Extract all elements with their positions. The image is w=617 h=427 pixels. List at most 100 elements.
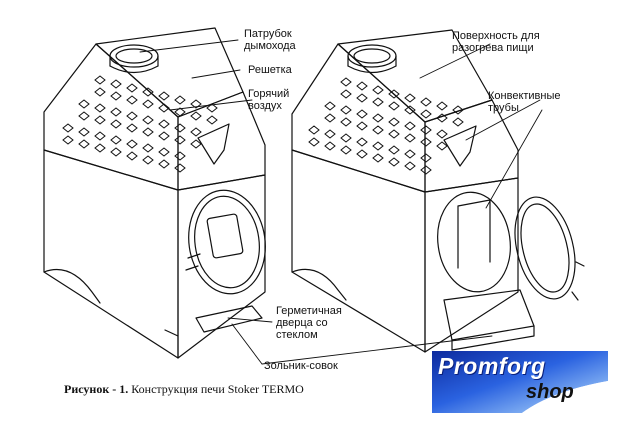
stove-left-side: [177, 174, 266, 359]
grille-hole: [94, 131, 106, 141]
grille-hole: [404, 121, 416, 131]
grille-hole: [62, 135, 74, 145]
stove-right-side: [424, 177, 519, 353]
grille-hole: [388, 117, 400, 127]
grille-hole: [174, 107, 186, 117]
grille-hole: [324, 129, 336, 139]
grille-hole: [452, 105, 464, 115]
stove-left-door: [188, 189, 266, 295]
grille-hole: [94, 143, 106, 153]
grille-hole: [126, 111, 138, 121]
grille-perforations: [62, 75, 464, 175]
grille-hole: [110, 119, 122, 129]
grille-hole: [324, 141, 336, 151]
grille-hole: [110, 107, 122, 117]
grille-hole: [340, 133, 352, 143]
grille-hole: [356, 137, 368, 147]
grille-hole: [308, 137, 320, 147]
grille-hole: [436, 141, 448, 151]
stove-left-ashpan: [195, 305, 263, 333]
grille-hole: [324, 113, 336, 123]
label-ash-pan: Зольник-совок: [264, 360, 338, 372]
grille-hole: [388, 101, 400, 111]
label-grate: Решетка: [248, 64, 292, 76]
stove-right-grille: [291, 43, 426, 193]
stove-left-emblem: [197, 123, 230, 165]
grille-hole: [388, 129, 400, 139]
grille-hole: [62, 123, 74, 133]
grille-hole: [372, 153, 384, 163]
grille-hole: [356, 149, 368, 159]
grille-hole: [158, 119, 170, 129]
grille-hole: [94, 75, 106, 85]
grille-hole: [94, 87, 106, 97]
grille-hole: [126, 83, 138, 93]
grille-hole: [356, 109, 368, 119]
grille-hole: [190, 127, 202, 137]
grille-hole: [420, 97, 432, 107]
grille-hole: [356, 93, 368, 103]
grille-hole: [190, 111, 202, 121]
logo-word-1: Promforg: [438, 353, 546, 379]
grille-hole: [340, 89, 352, 99]
grille-hole: [110, 135, 122, 145]
figure-caption: Рисунок - 1. Конструкция печи Stoker TER…: [64, 382, 304, 397]
grille-hole: [404, 133, 416, 143]
grille-hole: [356, 121, 368, 131]
grille-hole: [142, 143, 154, 153]
grille-hole: [324, 101, 336, 111]
grille-hole: [340, 145, 352, 155]
grille-hole: [420, 137, 432, 147]
grille-hole: [388, 145, 400, 155]
grille-hole: [206, 115, 218, 125]
grille-hole: [142, 127, 154, 137]
grille-hole: [94, 115, 106, 125]
convection-pipes: [457, 199, 491, 269]
grille-hole: [126, 123, 138, 133]
grille-hole: [174, 123, 186, 133]
stove-right-door: [514, 196, 576, 300]
grille-hole: [436, 129, 448, 139]
grille-hole: [388, 157, 400, 167]
caption-text: Конструкция печи Stoker TERMO: [128, 382, 304, 396]
grille-hole: [436, 101, 448, 111]
grille-hole: [158, 103, 170, 113]
grille-hole: [372, 125, 384, 135]
grille-hole: [388, 89, 400, 99]
logo-word-2: shop: [526, 381, 574, 403]
grille-hole: [372, 113, 384, 123]
promforg-logo: Promforg shop: [432, 351, 608, 413]
stove-right-flue: [347, 44, 397, 68]
stove-left-flue: [109, 44, 159, 68]
grille-hole: [158, 131, 170, 141]
grille-hole: [142, 99, 154, 109]
grille-hole: [174, 135, 186, 145]
grille-hole: [126, 95, 138, 105]
grille-hole: [420, 153, 432, 163]
grille-hole: [174, 163, 186, 173]
logo-background: [432, 351, 608, 413]
grille-hole: [452, 117, 464, 127]
grille-hole: [420, 109, 432, 119]
grille-hole: [190, 99, 202, 109]
stove-right-opening: [437, 191, 511, 293]
grille-hole: [110, 79, 122, 89]
grille-hole: [404, 105, 416, 115]
grille-hole: [174, 151, 186, 161]
grille-hole: [340, 117, 352, 127]
grille-hole: [158, 91, 170, 101]
grille-hole: [372, 85, 384, 95]
grille-hole: [340, 77, 352, 87]
grille-hole: [206, 103, 218, 113]
grille-hole: [372, 141, 384, 151]
grille-hole: [308, 125, 320, 135]
grille-hole: [174, 95, 186, 105]
grille-hole: [78, 127, 90, 137]
stove-right-emblem: [443, 125, 477, 167]
grille-hole: [94, 103, 106, 113]
grille-hole: [78, 139, 90, 149]
